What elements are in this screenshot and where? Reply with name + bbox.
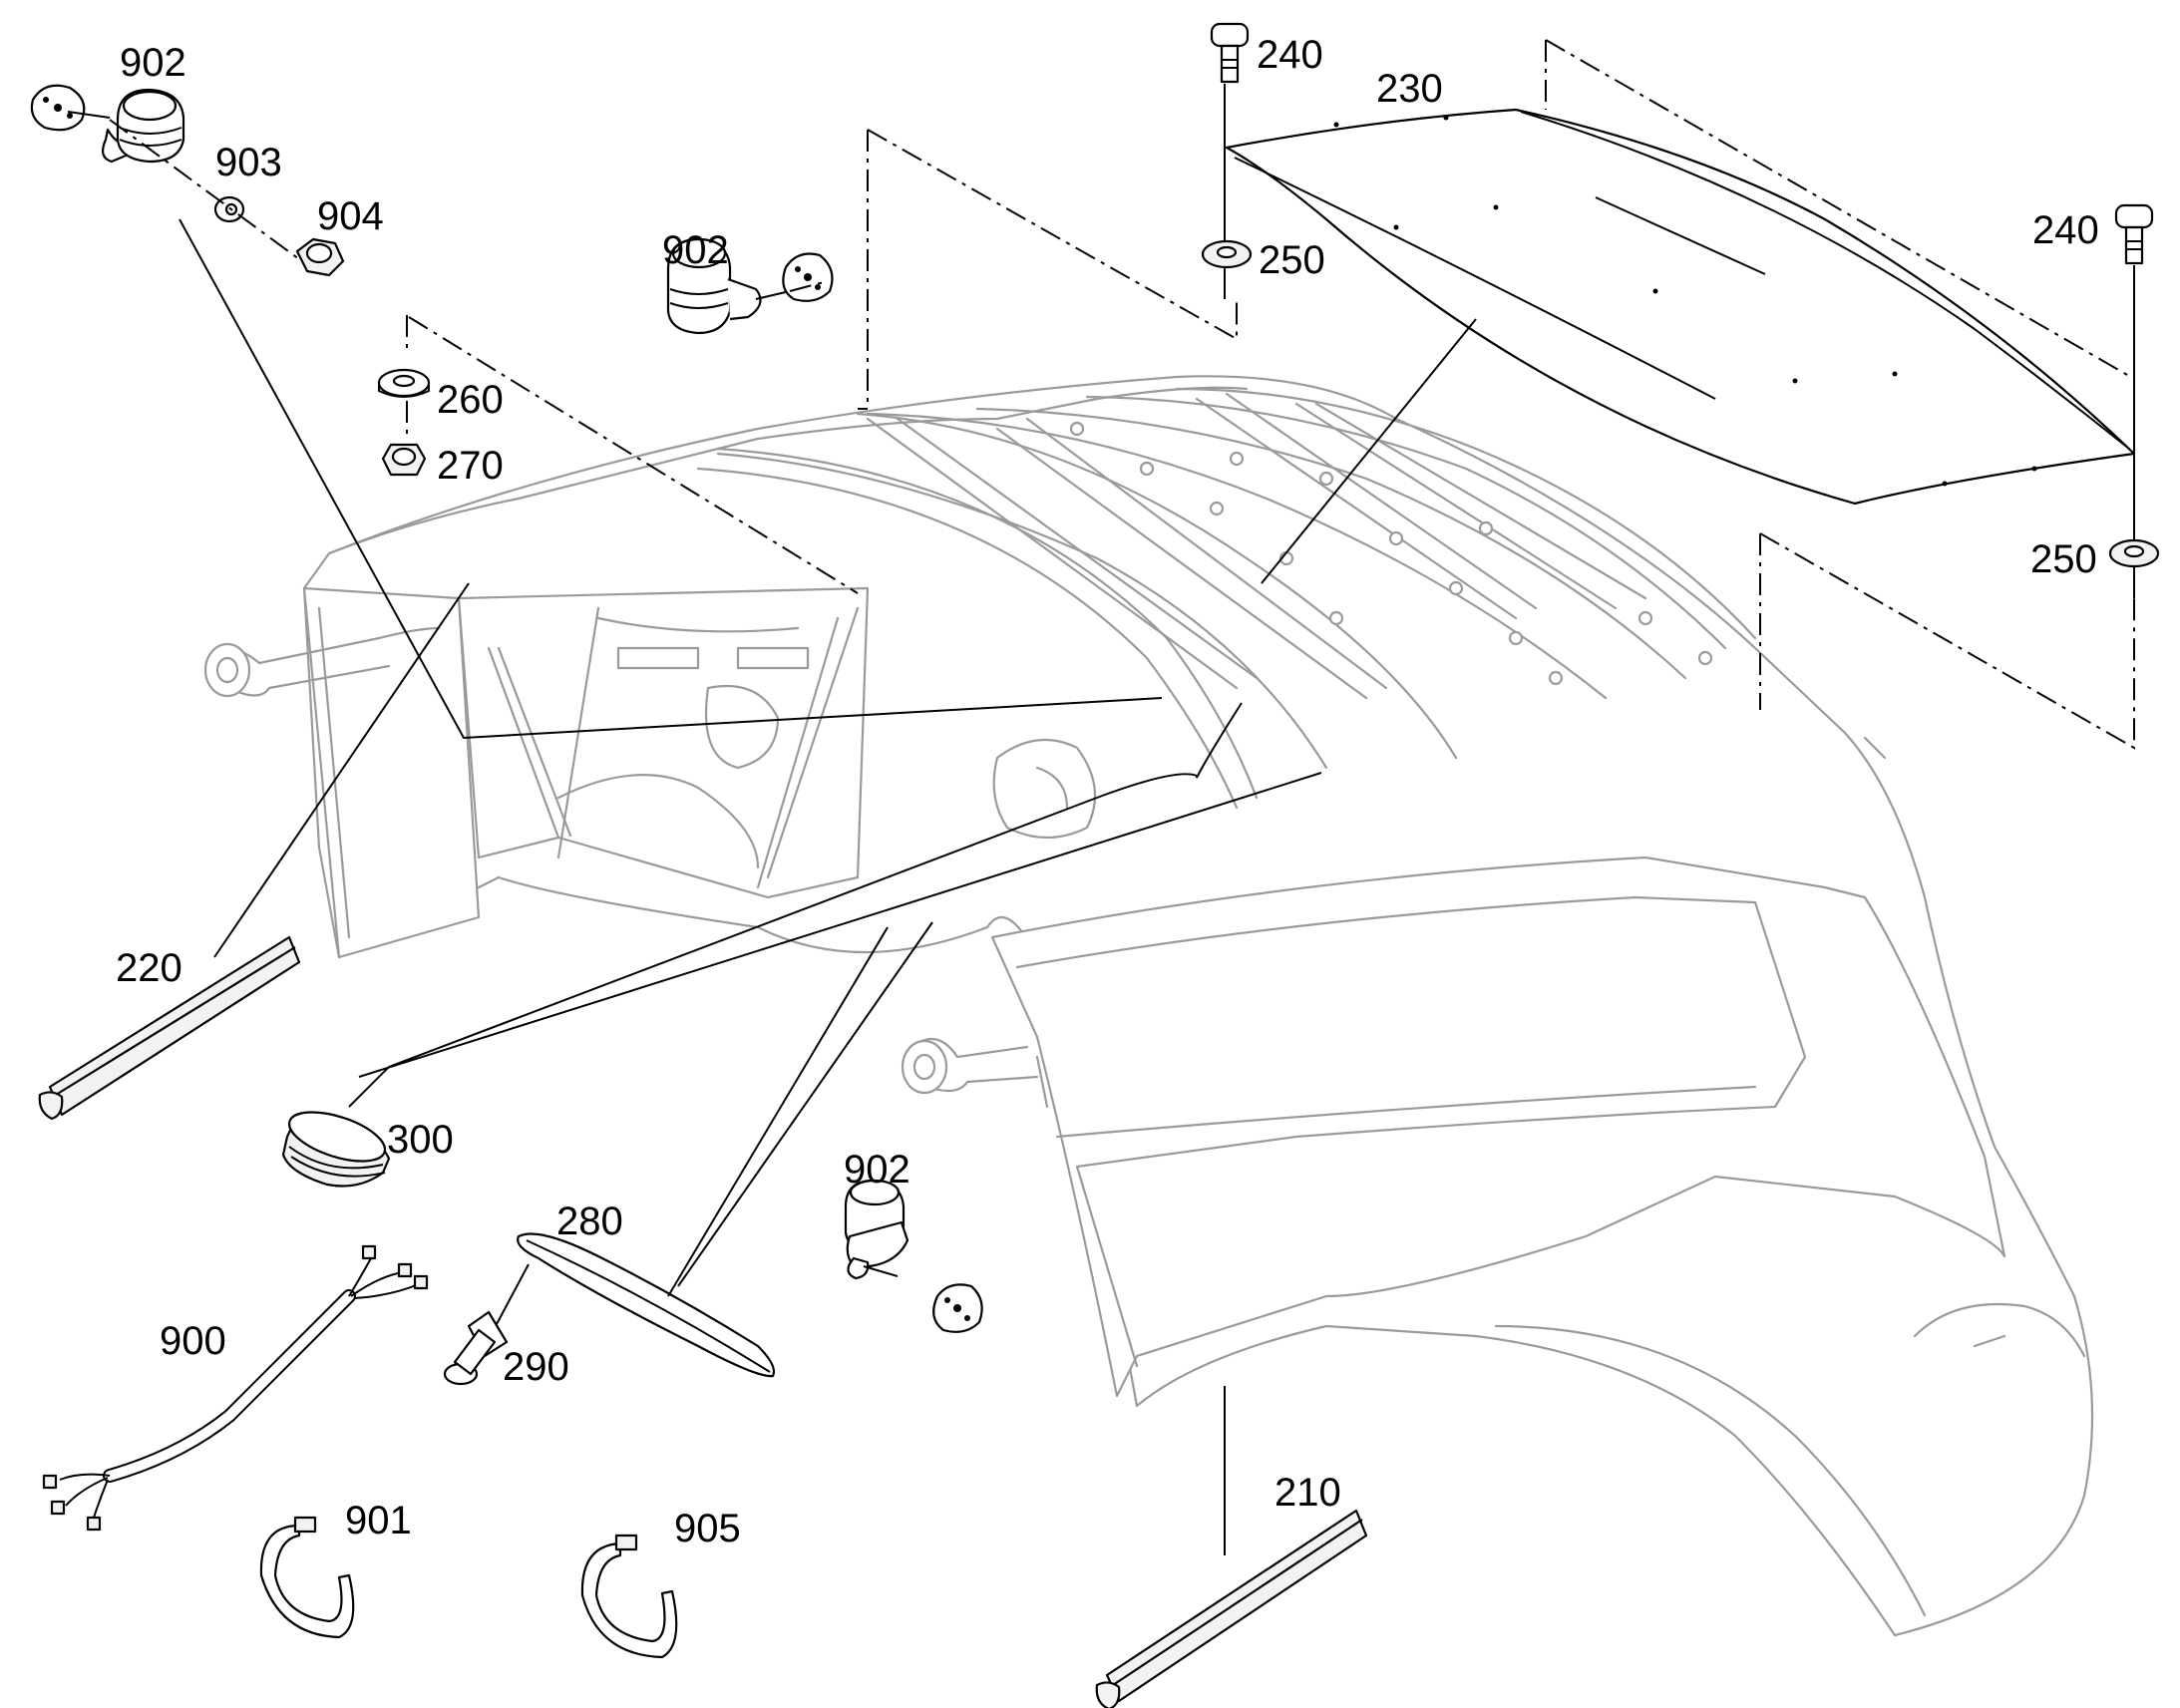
- part-290-pin: [443, 1310, 509, 1386]
- label-902-top-left: 902: [120, 41, 186, 85]
- part-902-clip-top-left: [30, 84, 185, 164]
- label-901: 901: [345, 1499, 412, 1542]
- part-904-nut: [295, 237, 345, 277]
- part-260-washer: [377, 368, 431, 398]
- label-900: 900: [160, 1319, 226, 1363]
- part-280-blade: [517, 1232, 776, 1378]
- label-220: 220: [116, 946, 182, 990]
- label-240-left: 240: [1257, 33, 1323, 77]
- part-270-nut: [381, 443, 427, 477]
- part-900-wiring-harness: [42, 1244, 429, 1532]
- label-904: 904: [317, 194, 384, 238]
- label-280: 280: [556, 1199, 623, 1243]
- part-300-grommet: [281, 1111, 391, 1188]
- part-250-washer-left: [1201, 239, 1253, 269]
- label-250-left: 250: [1259, 238, 1325, 282]
- part-902-clip-lower: [844, 1179, 983, 1333]
- part-210-weatherstrip: [1095, 1509, 1368, 1708]
- assembly-lines: [109, 39, 2135, 750]
- leader-lines: [179, 84, 2135, 1555]
- label-290: 290: [503, 1345, 569, 1389]
- label-240-right: 240: [2032, 208, 2099, 252]
- callout-labels: 902 903 904 902 260 270 240 230 250 240 …: [116, 33, 2099, 1550]
- label-902-middle: 902: [662, 228, 729, 272]
- label-905: 905: [674, 1507, 741, 1550]
- label-230: 230: [1376, 67, 1443, 111]
- part-250-washer-right: [2108, 538, 2160, 568]
- part-240-pin-left: [1210, 22, 1250, 84]
- part-220-weatherstrip: [38, 935, 301, 1121]
- label-260: 260: [437, 378, 504, 422]
- label-903: 903: [215, 141, 282, 184]
- part-901-strap: [259, 1516, 355, 1639]
- convertible-top-assembly: [203, 375, 2094, 1637]
- bow-fasteners: [1069, 421, 1713, 686]
- label-300: 300: [387, 1118, 454, 1162]
- label-270: 270: [437, 444, 504, 488]
- label-902-lower: 902: [844, 1148, 910, 1192]
- part-230-deck-panel: [1225, 108, 2136, 506]
- label-250-right: 250: [2030, 537, 2097, 581]
- label-210: 210: [1274, 1471, 1341, 1515]
- part-905-strap: [580, 1534, 678, 1659]
- part-240-pin-right: [2114, 203, 2154, 265]
